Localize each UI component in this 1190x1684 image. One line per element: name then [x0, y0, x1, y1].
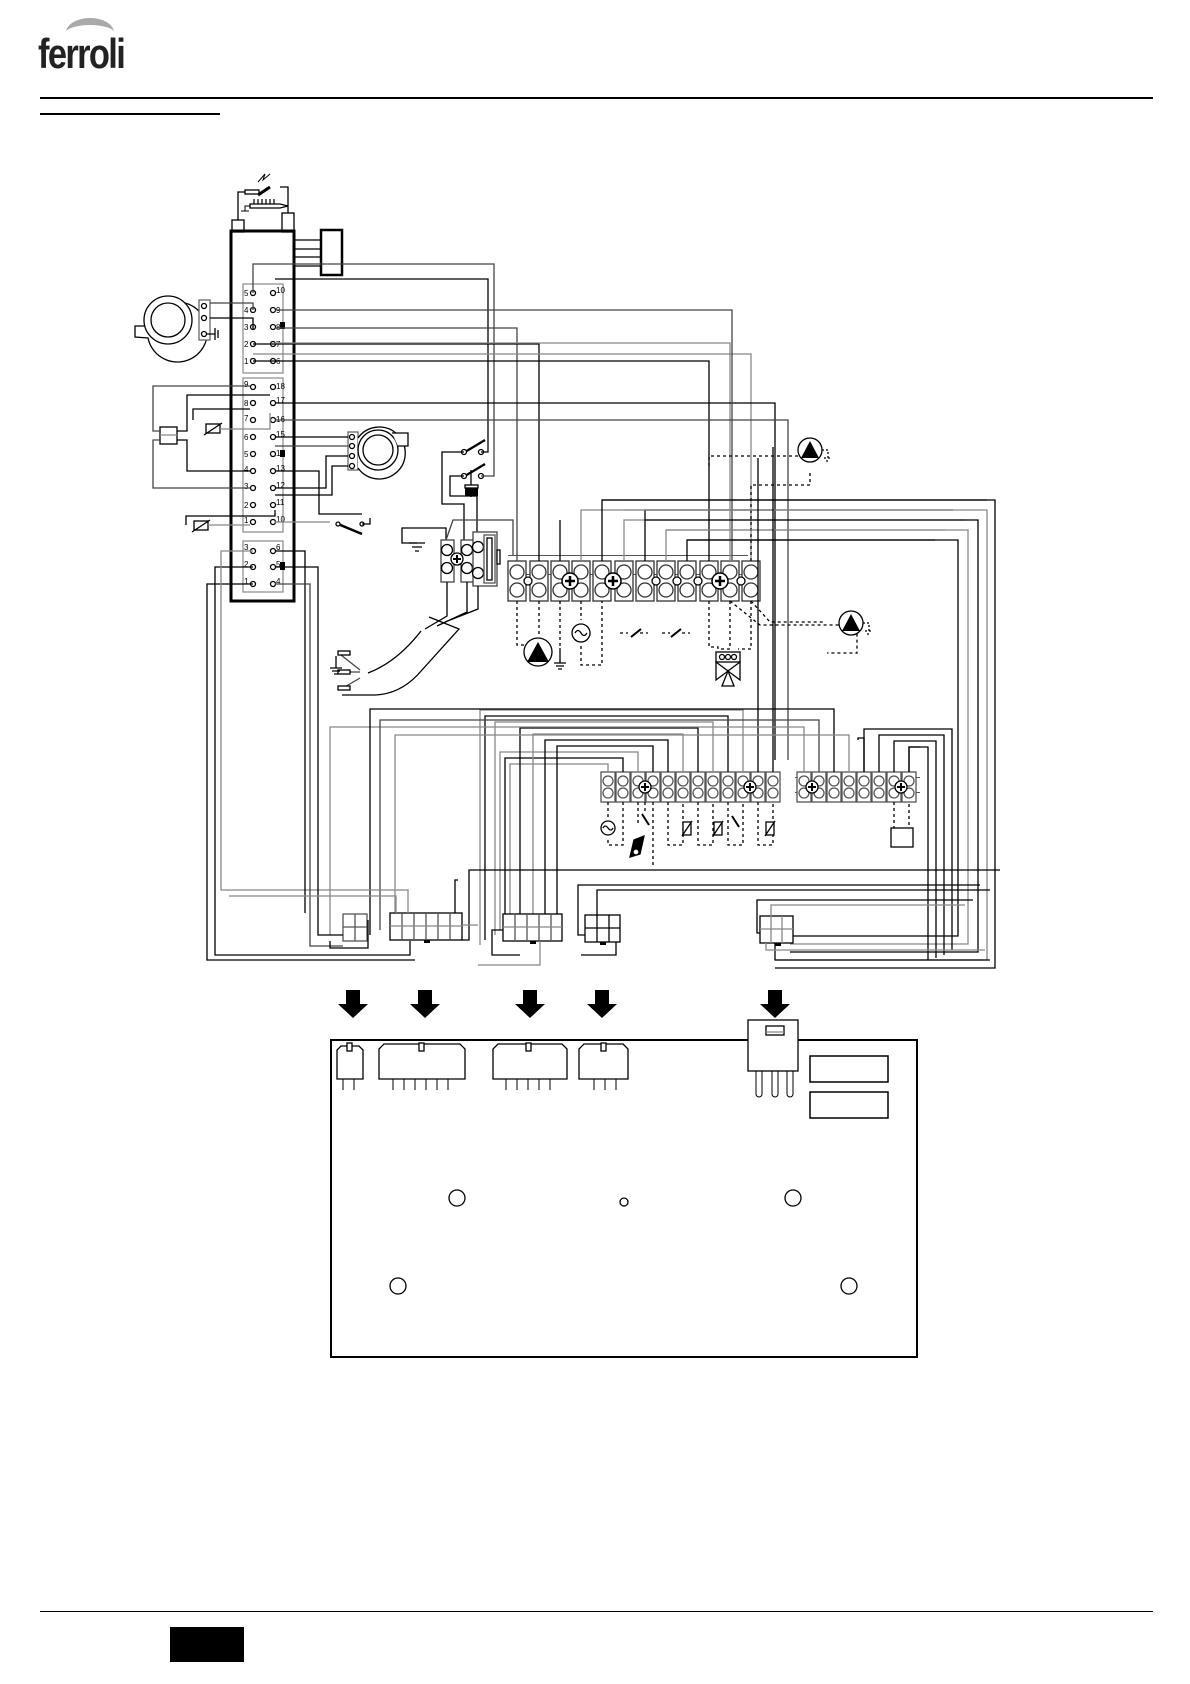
- arrow-down-icon: [337, 989, 369, 1019]
- main-terminal-strip: [507, 555, 761, 602]
- pin-label: 17: [276, 396, 285, 405]
- pin-label: 18: [276, 382, 285, 391]
- pin-label: 3: [244, 543, 249, 552]
- power-cable-icon: [337, 582, 479, 696]
- pin-label: 14: [276, 449, 285, 458]
- harness-connector: [342, 913, 368, 942]
- fuse-icon: [483, 534, 496, 584]
- three-way-valve-icon: [715, 651, 741, 687]
- pin-label: 2: [244, 340, 249, 349]
- ntc-sensor-icon: [681, 820, 693, 837]
- ground-icon: [330, 656, 342, 675]
- ntc-sensor-icon: [764, 820, 776, 837]
- pin-label: 12: [276, 481, 285, 490]
- pump-icon: [797, 437, 832, 463]
- ntc-sensor-icon: [203, 422, 223, 436]
- lower-terminal-strip-left: [600, 771, 781, 803]
- harness-connector: [759, 915, 794, 946]
- outdoor-sensor-icon: [629, 834, 645, 858]
- pin-label: 15: [276, 430, 285, 439]
- page-marker: [170, 1627, 244, 1662]
- arrow-down-icon: [759, 989, 791, 1019]
- pin-label: 5: [244, 450, 249, 459]
- pin-label: 4: [244, 306, 249, 315]
- pin-label: 2: [244, 501, 249, 510]
- switch-icon: [460, 439, 486, 497]
- harness-connector: [502, 913, 563, 944]
- ac-source-icon: [600, 820, 616, 836]
- ignition-electrode-icon: [231, 173, 295, 233]
- pin-label: 11: [276, 498, 285, 507]
- switch-icon: [630, 628, 682, 638]
- logo-arc-icon: [66, 18, 114, 47]
- arrow-down-icon: [409, 989, 441, 1019]
- ground-icon: [401, 527, 447, 552]
- gas-valve-control-body: [229, 229, 296, 603]
- pin-label: 6: [244, 433, 249, 442]
- ac-source-icon: [571, 623, 591, 643]
- pin-label: 4: [276, 577, 281, 586]
- pin-label: 6: [276, 543, 281, 552]
- harness-connector: [584, 914, 621, 945]
- pump-icon: [838, 610, 873, 636]
- pin-label: 1: [244, 577, 249, 586]
- pin-label: 5: [276, 560, 281, 569]
- fan-icon: [134, 295, 219, 363]
- harness-connector: [389, 912, 463, 943]
- pin-label: 13: [276, 464, 285, 473]
- switch-icon: [335, 518, 371, 536]
- mains-terminal: [440, 531, 501, 587]
- sensor-wiring: [607, 802, 910, 865]
- pin-label: 3: [244, 482, 249, 491]
- block-c-pins: [249, 547, 285, 588]
- ground-icon: [554, 648, 566, 670]
- pump-icon: [523, 637, 553, 667]
- ferroli-logo: ferroli: [38, 18, 158, 77]
- ntc-sensor-icon: [191, 519, 211, 533]
- arrow-down-icon: [514, 989, 546, 1019]
- room-thermostat-icon: [890, 827, 914, 848]
- header-rule: [40, 97, 1153, 99]
- pin-label: 8: [244, 399, 249, 408]
- pin-label: 9: [244, 380, 249, 389]
- pin-label: 1: [244, 357, 249, 366]
- pin-label: 5: [244, 289, 249, 298]
- pin-label: 10: [276, 515, 285, 524]
- switch-icon: [641, 813, 740, 828]
- block-b-pins: [249, 383, 285, 526]
- pin-label: 7: [244, 414, 249, 423]
- pcb-icon: [330, 1019, 918, 1358]
- fan-icon: [347, 426, 409, 480]
- side-connector: [319, 228, 344, 277]
- pin-label: 10: [276, 286, 285, 295]
- lower-terminal-strip-right: [795, 771, 920, 803]
- pin-label: 3: [244, 323, 249, 332]
- pin-label: 4: [244, 465, 249, 474]
- footer-rule: [40, 1611, 1153, 1612]
- pin-label: 1: [244, 516, 249, 525]
- ntc-sensor-icon: [712, 820, 724, 837]
- header-rule-short: [40, 113, 220, 115]
- logo-text: ferroli: [38, 30, 126, 77]
- arrow-down-icon: [586, 989, 618, 1019]
- pin-label: 2: [244, 560, 249, 569]
